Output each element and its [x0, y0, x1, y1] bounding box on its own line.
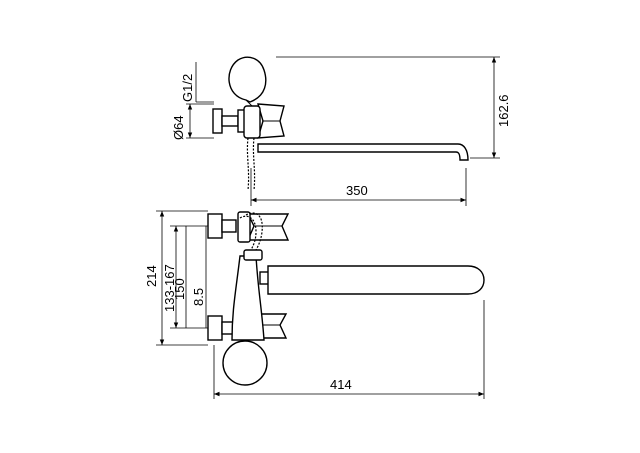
front-spout [267, 265, 485, 295]
front-body [231, 255, 265, 341]
thread-label: G1/2 [180, 74, 195, 102]
spout-length-label: 350 [346, 183, 368, 198]
center-label: 150 [172, 278, 187, 300]
height-label: 162.6 [496, 94, 511, 127]
shower-head [222, 340, 268, 386]
offset-label: 8.5 [191, 288, 206, 306]
diameter-label: Ø64 [171, 115, 186, 140]
center-range-label: 133-167 [162, 264, 177, 312]
front-view: 214 133-167 150 8.5 414 [144, 210, 485, 399]
mixer-body [243, 105, 261, 139]
wall-plate [212, 108, 223, 134]
total-height-label: 214 [144, 265, 159, 287]
eccentric-connector [221, 115, 239, 127]
shower-holder [228, 56, 267, 103]
spout [257, 143, 469, 161]
side-view: G1/2 Ø64 162.6 350 [171, 56, 511, 206]
upper-handle [246, 213, 290, 241]
total-length-label: 414 [330, 377, 352, 392]
shower-hose [246, 137, 250, 191]
